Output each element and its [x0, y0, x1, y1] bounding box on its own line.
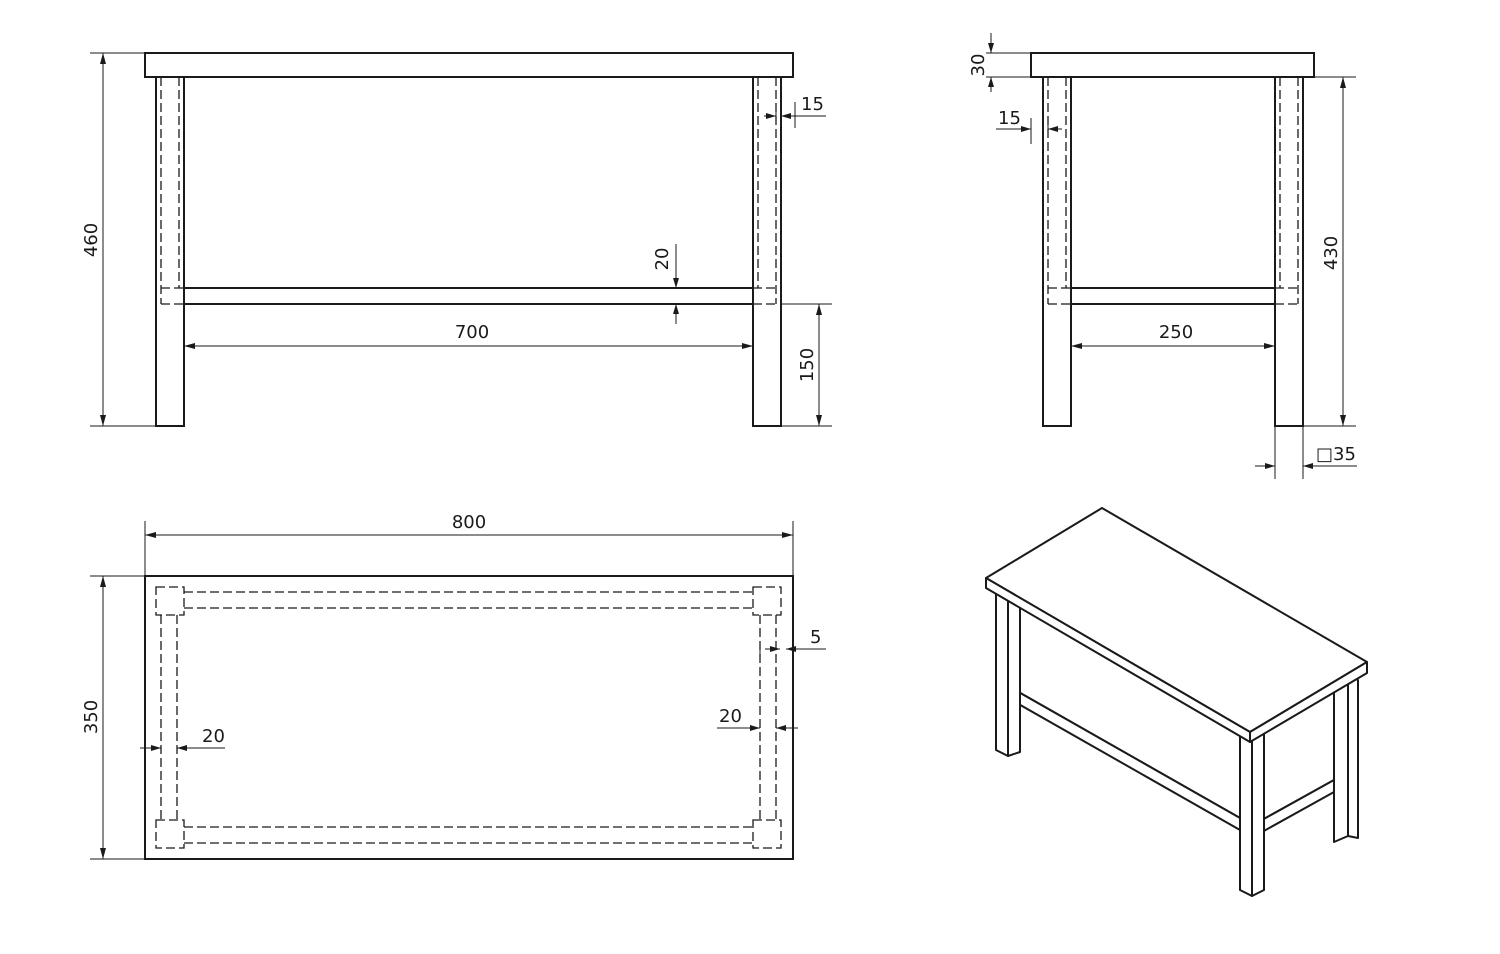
dim-leg-inset-front: 15	[764, 94, 826, 128]
dim-leg-height: 430	[1303, 76, 1356, 427]
dim-top-thickness: 30	[968, 33, 1031, 92]
dim-clearance: 150	[781, 303, 832, 427]
dim-label-350: 350	[81, 700, 102, 734]
dim-label-460: 460	[81, 223, 102, 257]
dim-label-20-right: 20	[719, 706, 742, 727]
isometric-view	[985, 507, 1368, 897]
dim-overall-height: 460	[81, 52, 156, 427]
dim-overall-width: 800	[144, 512, 794, 576]
dim-rail-height: 20	[652, 244, 679, 324]
dim-rail-width-left: 20	[140, 726, 225, 751]
dim-label-700: 700	[455, 322, 489, 343]
dim-label-15-side: 15	[998, 108, 1021, 129]
dim-leg-inset-side: 15	[996, 108, 1062, 144]
dim-label-30: 30	[968, 54, 989, 77]
dim-overall-depth: 350	[81, 575, 145, 860]
dim-label-800: 800	[452, 512, 486, 533]
dim-label-35: □35	[1316, 444, 1356, 465]
dim-rail-offset: 5	[759, 627, 826, 660]
dim-label-250: 250	[1159, 322, 1193, 343]
dim-label-430: 430	[1321, 236, 1342, 270]
dim-label-5: 5	[810, 627, 821, 648]
dim-label-150: 150	[797, 348, 818, 382]
side-view: 30 15 430 250	[968, 33, 1357, 479]
top-view: 800 350 5 20	[81, 512, 826, 860]
front-view: 460 15 20 700	[81, 52, 832, 427]
dim-inner-depth: 250	[1071, 322, 1275, 349]
dim-label-20-left: 20	[202, 726, 225, 747]
dim-leg-section: □35	[1255, 426, 1357, 479]
dim-rail-width-right: 20	[717, 706, 798, 731]
dim-inner-width: 700	[184, 322, 753, 349]
dim-label-15-front: 15	[801, 94, 824, 115]
dim-label-20-rail: 20	[652, 248, 673, 271]
